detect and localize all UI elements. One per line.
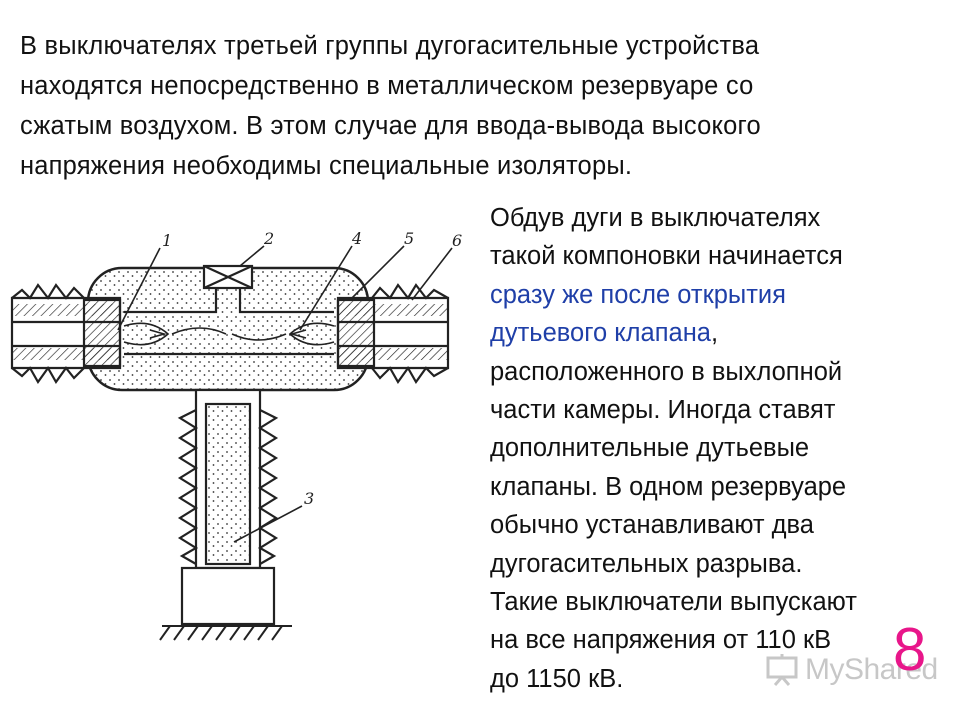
side-line: такой компоновки начинается: [490, 242, 843, 271]
callout-2: 2: [263, 229, 274, 248]
arc-right: [231, 322, 335, 346]
side-line: дугогасительных разрыва.: [490, 549, 803, 578]
callout-3: 3: [304, 489, 314, 508]
side-line: до 1150 кВ.: [490, 664, 624, 693]
side-line-highlight: сразу же после открытия: [490, 280, 786, 309]
side-paragraph: Обдув дуги в выключателях такой компонов…: [490, 199, 950, 698]
left-bushing: [10, 283, 122, 385]
side-line: дутьевого клапана,: [490, 314, 950, 352]
presentation-board-icon: [766, 654, 798, 686]
watermark-text: MyShared: [805, 653, 938, 686]
ground: [159, 625, 292, 641]
side-highlight-text: дутьевого клапана: [490, 319, 711, 348]
side-comma: ,: [710, 319, 719, 348]
callout-5: 5: [404, 229, 414, 248]
arc-left: [123, 322, 227, 346]
side-line: обычно устанавливают два: [490, 511, 814, 540]
callout-1: 1: [162, 231, 172, 250]
side-line: клапаны. В одном резервуаре: [490, 472, 847, 501]
blast-valve: [124, 264, 334, 356]
watermark: MyShared: [765, 650, 938, 690]
side-line: Такие выключатели выпускают: [490, 588, 857, 617]
support-insulator: [177, 388, 279, 626]
leader-lines: [117, 245, 453, 543]
side-line: расположенного в выхлопной: [490, 357, 843, 386]
callout-4: 4: [351, 229, 362, 248]
right-bushing: [336, 283, 450, 385]
side-line: на все напряжения от 110 кВ: [490, 626, 832, 655]
side-line: части камеры. Иногда ставят: [490, 396, 836, 425]
intro-line: сжатым воздухом. В этом случае для ввода…: [20, 112, 761, 140]
side-line: дополнительные дутьевые: [490, 434, 810, 463]
intro-paragraph: В выключателях третьей группы дугогасите…: [20, 26, 945, 186]
side-line: Обдув дуги в выключателях: [490, 204, 821, 232]
breaker-diagram: 1 2 4 5 6 3: [10, 229, 462, 641]
intro-line: напряжения необходимы специальные изолят…: [20, 152, 633, 180]
intro-line: В выключателях третьей группы дугогасите…: [20, 32, 760, 60]
callout-6: 6: [452, 231, 462, 250]
intro-line: находятся непосредственно в металлическо…: [20, 72, 754, 100]
slide-number: 8: [893, 616, 927, 683]
